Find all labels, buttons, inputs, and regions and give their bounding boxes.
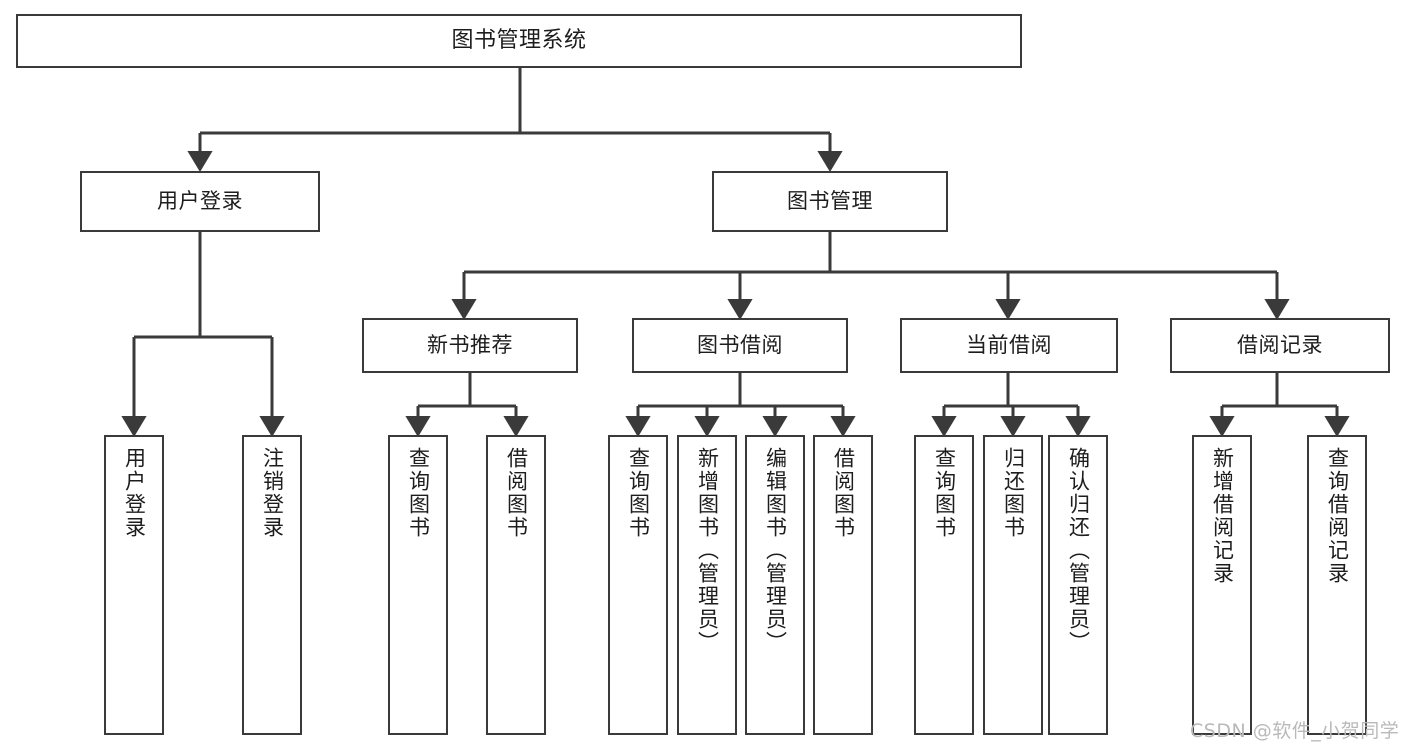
node-leaf-add-book-label: 新增图书（管理员）	[695, 447, 720, 654]
node-leaf-borrow-book-2[interactable]: 借阅图书	[813, 435, 873, 735]
node-new-book-rec[interactable]: 新书推荐	[362, 318, 578, 373]
node-book-borrow[interactable]: 图书借阅	[632, 318, 848, 373]
node-book-borrow-label: 图书借阅	[697, 333, 783, 358]
node-leaf-query-record[interactable]: 查询借阅记录	[1307, 435, 1367, 735]
node-leaf-borrow-book-1[interactable]: 借阅图书	[486, 435, 546, 735]
node-borrow-record-label: 借阅记录	[1237, 333, 1323, 358]
node-leaf-query-book-2-label: 查询图书	[626, 447, 651, 539]
node-current-borrow[interactable]: 当前借阅	[900, 318, 1118, 373]
node-leaf-add-record-label: 新增借阅记录	[1210, 447, 1235, 585]
node-leaf-add-record[interactable]: 新增借阅记录	[1192, 435, 1252, 735]
node-leaf-borrow-book-2-label: 借阅图书	[831, 447, 856, 539]
node-leaf-query-book-1-label: 查询图书	[406, 447, 431, 539]
node-leaf-edit-book[interactable]: 编辑图书（管理员）	[745, 435, 805, 735]
node-borrow-record[interactable]: 借阅记录	[1170, 318, 1390, 373]
node-new-book-rec-label: 新书推荐	[427, 333, 513, 358]
node-leaf-confirm-return[interactable]: 确认归还（管理员）	[1048, 435, 1108, 735]
node-leaf-return-book[interactable]: 归还图书	[983, 435, 1043, 735]
node-leaf-user-login-label: 用户登录	[122, 447, 147, 539]
node-leaf-borrow-book-1-label: 借阅图书	[504, 447, 529, 539]
node-leaf-query-book-3-label: 查询图书	[932, 447, 957, 539]
node-leaf-query-book-2[interactable]: 查询图书	[608, 435, 668, 735]
node-leaf-user-login[interactable]: 用户登录	[104, 435, 164, 735]
node-leaf-edit-book-label: 编辑图书（管理员）	[763, 447, 788, 654]
node-leaf-return-book-label: 归还图书	[1001, 447, 1026, 539]
node-leaf-logout-label: 注销登录	[260, 447, 285, 539]
node-root-label: 图书管理系统	[451, 28, 587, 54]
node-current-borrow-label: 当前借阅	[966, 333, 1052, 358]
node-leaf-query-record-label: 查询借阅记录	[1325, 447, 1350, 585]
watermark: CSDN @软件_小贺同学	[1190, 720, 1400, 742]
node-leaf-add-book[interactable]: 新增图书（管理员）	[677, 435, 737, 735]
node-leaf-confirm-return-label: 确认归还（管理员）	[1066, 447, 1091, 654]
node-user-login[interactable]: 用户登录	[80, 171, 320, 232]
node-leaf-query-book-3[interactable]: 查询图书	[914, 435, 974, 735]
node-book-manage-label: 图书管理	[787, 189, 873, 214]
node-user-login-label: 用户登录	[157, 189, 243, 214]
node-book-manage[interactable]: 图书管理	[712, 171, 948, 232]
node-leaf-logout[interactable]: 注销登录	[242, 435, 302, 735]
node-leaf-query-book-1[interactable]: 查询图书	[388, 435, 448, 735]
node-root[interactable]: 图书管理系统	[16, 14, 1022, 68]
